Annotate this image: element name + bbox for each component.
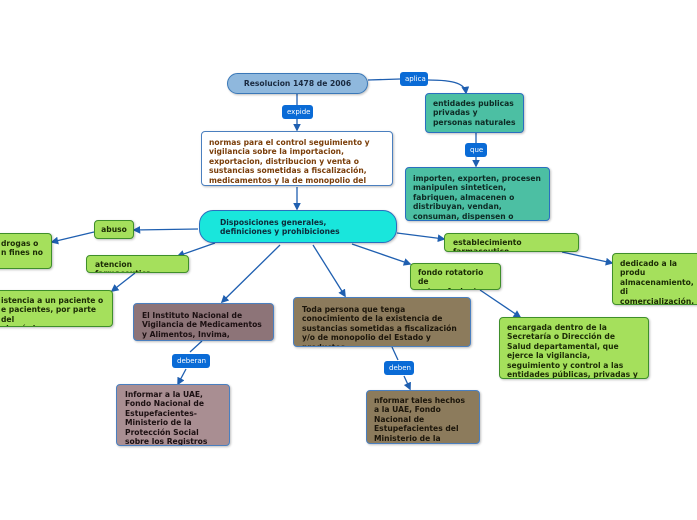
connector-aplica-entidades xyxy=(427,79,470,95)
connector-disp-toda xyxy=(312,244,346,298)
link-label-aplica: aplica xyxy=(400,72,428,86)
entidades-node[interactable]: entidades publicas privadas y personas n… xyxy=(425,93,524,133)
connector-toda-deben xyxy=(391,346,399,361)
toda-persona-node[interactable]: Toda persona que tenga conocimiento de l… xyxy=(293,297,471,347)
normas-node[interactable]: normas para el control seguimiento y vig… xyxy=(201,131,393,186)
connector-deberan-informar xyxy=(177,368,187,386)
asistencia-node[interactable]: istencia a un paciente o e pacientes, po… xyxy=(0,290,113,327)
link-label-deberan: deberan xyxy=(172,354,210,368)
invima-node[interactable]: El Instituto Nacional de Vigilancia de M… xyxy=(133,303,274,341)
connector-fondo-encargada xyxy=(479,289,522,318)
connector-invima-deberan xyxy=(189,340,203,353)
disposiciones-node[interactable]: Disposiciones generales, definiciones y … xyxy=(199,210,397,243)
abuso-node[interactable]: abuso xyxy=(94,220,134,239)
dedicado-node[interactable]: dedicado a la produ almacenamiento, di c… xyxy=(612,253,697,305)
connector-disp-abuso xyxy=(132,226,199,234)
encargada-node[interactable]: encargada dentro de la Secretaría o Dire… xyxy=(499,317,649,379)
root-node[interactable]: Resolucion 1478 de 2006 xyxy=(227,73,368,94)
drogas-node[interactable]: drogas o n fines no xyxy=(0,233,52,269)
connector-root-aplica xyxy=(367,78,401,81)
informar-uae-node[interactable]: Informar a la UAE, Fondo Nacional de Est… xyxy=(116,384,230,446)
link-label-deben: deben xyxy=(384,361,414,375)
establecimiento-node[interactable]: establecimiento farmaceutico xyxy=(444,233,579,252)
connector-establecimiento-dedicado xyxy=(561,251,614,266)
link-label-expide: expide xyxy=(282,105,313,119)
informar-tales-node[interactable]: nformar tales hechos a la UAE, Fondo Nac… xyxy=(366,390,480,444)
importen-node[interactable]: importen, exporten, procesen manipulen s… xyxy=(405,167,550,221)
connector-disp-establecimiento xyxy=(396,232,446,243)
connector-disp-atencion xyxy=(176,242,216,258)
connector-atencion-asistencia xyxy=(110,272,136,292)
fondo-node[interactable]: fondo rotatorio de estupefacientes xyxy=(410,263,501,290)
atencion-node[interactable]: atencion farmaceutica xyxy=(86,255,189,273)
connector-disp-invima xyxy=(220,244,281,304)
connector-deben-informar xyxy=(403,375,411,391)
link-label-que: que xyxy=(465,143,487,157)
connector-abuso-drogas xyxy=(50,231,95,245)
connector-disp-fondo xyxy=(351,243,412,266)
